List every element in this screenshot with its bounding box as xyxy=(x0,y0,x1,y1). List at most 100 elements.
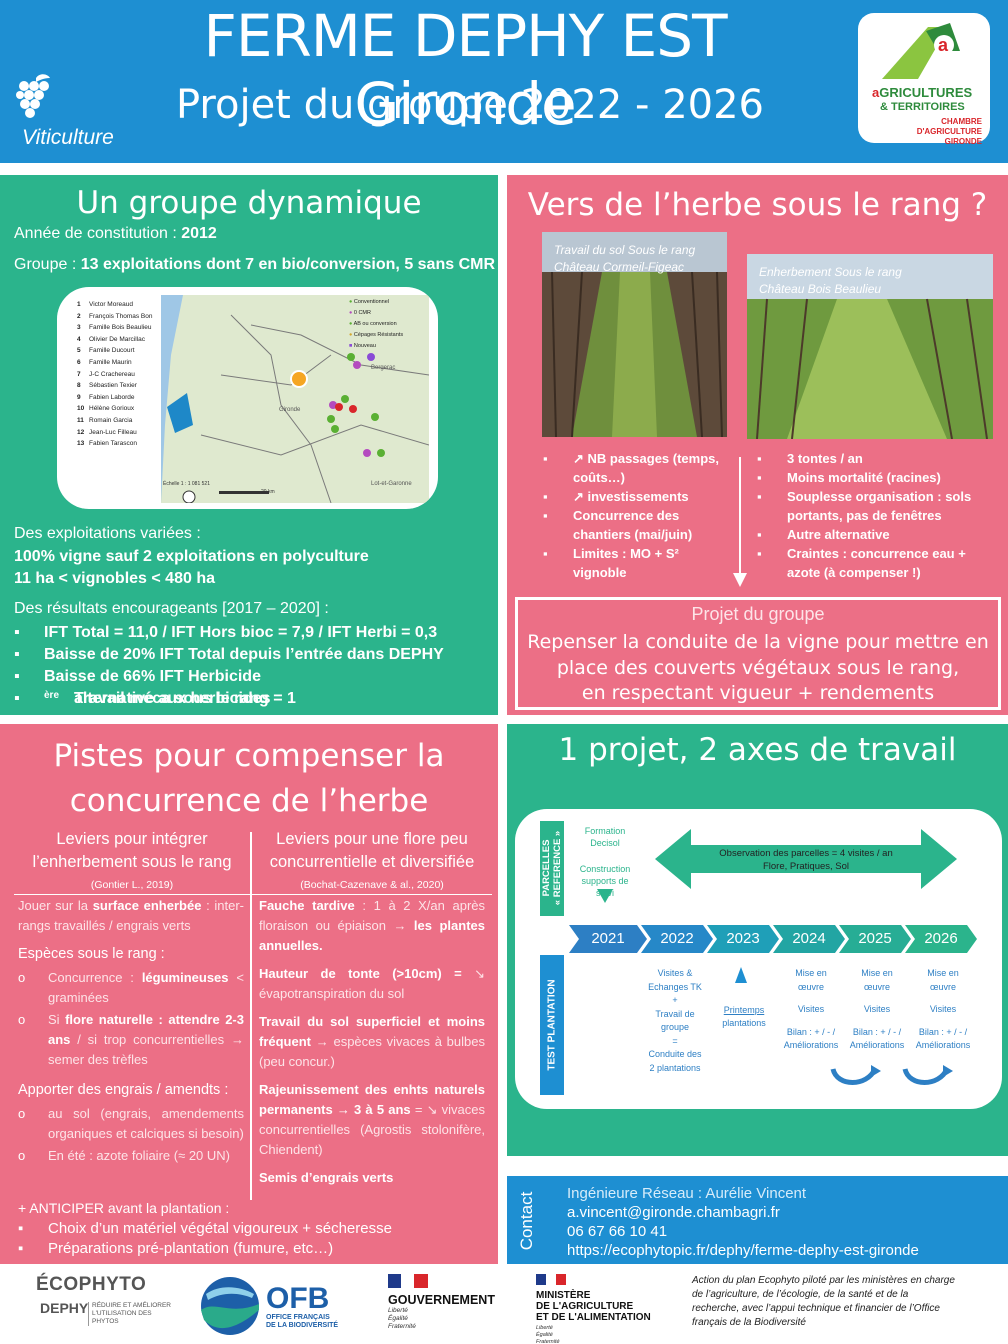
anticiper-block: + ANTICIPER avant la plantation : Choix … xyxy=(18,1198,392,1260)
annee-line: Année de constitution : 2012 xyxy=(14,225,217,242)
column-divider xyxy=(250,832,252,1200)
sub-title: Projet du groupe 2022 - 2026 xyxy=(176,82,764,128)
year-2022: 2022 xyxy=(660,930,694,947)
down-arrow-icon xyxy=(733,457,747,587)
enherbement-item: 3 tontes / an xyxy=(757,449,987,468)
category-label: Viticulture xyxy=(22,126,114,149)
header-banner: FERME DEPHY EST Gironde Projet du groupe… xyxy=(0,0,1008,163)
year-2025: 2025 xyxy=(858,930,892,947)
travail-item: Concurrence des chantiers (mai/juin) xyxy=(543,506,731,544)
year-2023: 2023 xyxy=(726,930,760,947)
exploitations-line2: 11 ha < vignobles < 480 ha xyxy=(14,570,215,587)
anticiper-item: Choix d’un matériel végétal vigoureux + … xyxy=(18,1219,392,1240)
resultats-head: Des résultats encourageants [2017 – 2020… xyxy=(14,600,329,617)
enherbement-list: 3 tontes / an Moins mortalité (racines) … xyxy=(757,449,987,582)
enherbement-item: Moins mortalité (racines) xyxy=(757,468,987,487)
photo-travail-sol-image xyxy=(542,232,727,437)
contact-phone[interactable]: 06 67 66 10 41 xyxy=(567,1223,668,1240)
parcelles-label: PARCELLES« REFERENCE » xyxy=(541,830,563,906)
ofb-logo-mark xyxy=(200,1276,260,1336)
travail-item: ↗ NB passages (temps, coûts…) xyxy=(543,449,731,487)
logo-line2: & TERRITOIRES xyxy=(880,101,965,113)
svg-text:a: a xyxy=(938,35,949,55)
groupe-title: Un groupe dynamique xyxy=(76,185,422,221)
grape-icon xyxy=(16,74,50,118)
panel-contact: Contact Ingénieure Réseau : Aurélie Vinc… xyxy=(507,1176,1008,1264)
contact-label: Contact xyxy=(517,1191,536,1251)
year-2026: 2026 xyxy=(924,930,958,947)
logo-line1: aGRICULTURES xyxy=(872,85,973,100)
enherbement-item: Autre alternative xyxy=(757,525,987,544)
enherbement-item: Craintes : concurrence eau + azote (à co… xyxy=(757,544,987,582)
footer-text: Action du plan Ecophyto piloté par les m… xyxy=(692,1275,955,1328)
pistes-title: Pistes pour compenser la concurrence de … xyxy=(53,738,445,819)
map-area: Bergerac Lot-et-Garonne Gironde Échelle … xyxy=(161,295,430,504)
travail-sol-list: ↗ NB passages (temps, coûts…) ↗ investis… xyxy=(543,449,731,582)
travail-item: Limites : MO + S² vignoble xyxy=(543,544,731,582)
map-scale: Échelle 1 : 1 081 521 xyxy=(163,481,210,487)
panel-groupe: Un groupe dynamique Année de constitutio… xyxy=(0,175,498,715)
contact-email[interactable]: a.vincent@gironde.chambagri.fr xyxy=(567,1204,780,1221)
chambre-agriculture-logo: a aGRICULTURES & TERRITOIRES CHAMBRE D'A… xyxy=(858,13,990,146)
projet-label: Projet du groupe xyxy=(691,604,825,624)
logo-mark-icon: a xyxy=(882,23,960,79)
col2-ref: (Bochat-Cazenave & al., 2020) xyxy=(300,879,444,891)
map-scale-km: 20 km xyxy=(261,489,275,495)
axes-title: 1 projet, 2 axes de travail xyxy=(558,732,957,768)
main-title: FERME DEPHY EST Gironde xyxy=(203,2,727,138)
year-2021: 2021 xyxy=(591,930,625,947)
travail-item: ↗ investissements xyxy=(543,487,731,506)
panel-herbe: Vers de l’herbe sous le rang ? Travail d… xyxy=(507,175,1008,715)
marianne-flag-icon xyxy=(388,1274,428,1288)
herbe-title: Vers de l’herbe sous le rang ? xyxy=(527,187,988,223)
projet-text: Repenser la conduite de la vigne pour me… xyxy=(527,631,989,704)
header-divider xyxy=(14,894,492,895)
exploitations-head: Des exploitations variées : xyxy=(14,525,201,542)
col1-content: Jouer sur la surface enherbée : inter-ra… xyxy=(18,896,244,1166)
map-place-lot: Lot-et-Garonne xyxy=(371,481,412,487)
groupe-line: Groupe : 13 exploitations dont 7 en bio/… xyxy=(14,256,496,273)
timeline-graphic xyxy=(540,821,977,1095)
map-place-bergerac: Bergerac xyxy=(371,365,396,371)
photo-enherbement-image xyxy=(747,254,993,439)
timeline-diagram: PARCELLES« REFERENCE » TEST PLANTATION F… xyxy=(515,809,1002,1109)
map-illustration xyxy=(161,295,430,504)
panel-axes: 1 projet, 2 axes de travail PARCELL xyxy=(507,724,1008,1156)
projet-groupe-box: Projet du groupe Repenser la conduite de… xyxy=(515,597,1001,710)
ofb-circle-icon xyxy=(201,1277,259,1335)
col2-content: Fauche tardive : 1 à 2 X/an après florai… xyxy=(259,898,486,1185)
enherbement-item: Souplesse organisation : sols portants, … xyxy=(757,487,987,525)
contact-engineer: Ingénieure Réseau : Aurélie Vincent xyxy=(567,1185,807,1202)
contact-url[interactable]: https://ecophytopic.fr/dephy/ferme-dephy… xyxy=(567,1242,919,1259)
col1-ref: (Gontier L., 2019) xyxy=(90,879,174,891)
ofb-text: OFB OFFICE FRANÇAIS DE LA BIODIVERSITÉ xyxy=(266,1282,339,1330)
ministere-flag-icon xyxy=(536,1274,566,1285)
anticiper-item: Préparations pré-plantation (fumure, etc… xyxy=(18,1239,392,1260)
observation-note: Observation des parcelles = 4 visites / … xyxy=(719,848,893,872)
test-plantation-label: TEST PLANTATION xyxy=(546,979,558,1071)
contact-details: Ingénieure Réseau : Aurélie Vincent a.vi… xyxy=(567,1184,919,1260)
map-place-gironde: Gironde xyxy=(279,407,301,413)
exploitations-line1: 100% vigne sauf 2 exploitations en polyc… xyxy=(14,548,369,565)
year-2024: 2024 xyxy=(792,930,826,947)
